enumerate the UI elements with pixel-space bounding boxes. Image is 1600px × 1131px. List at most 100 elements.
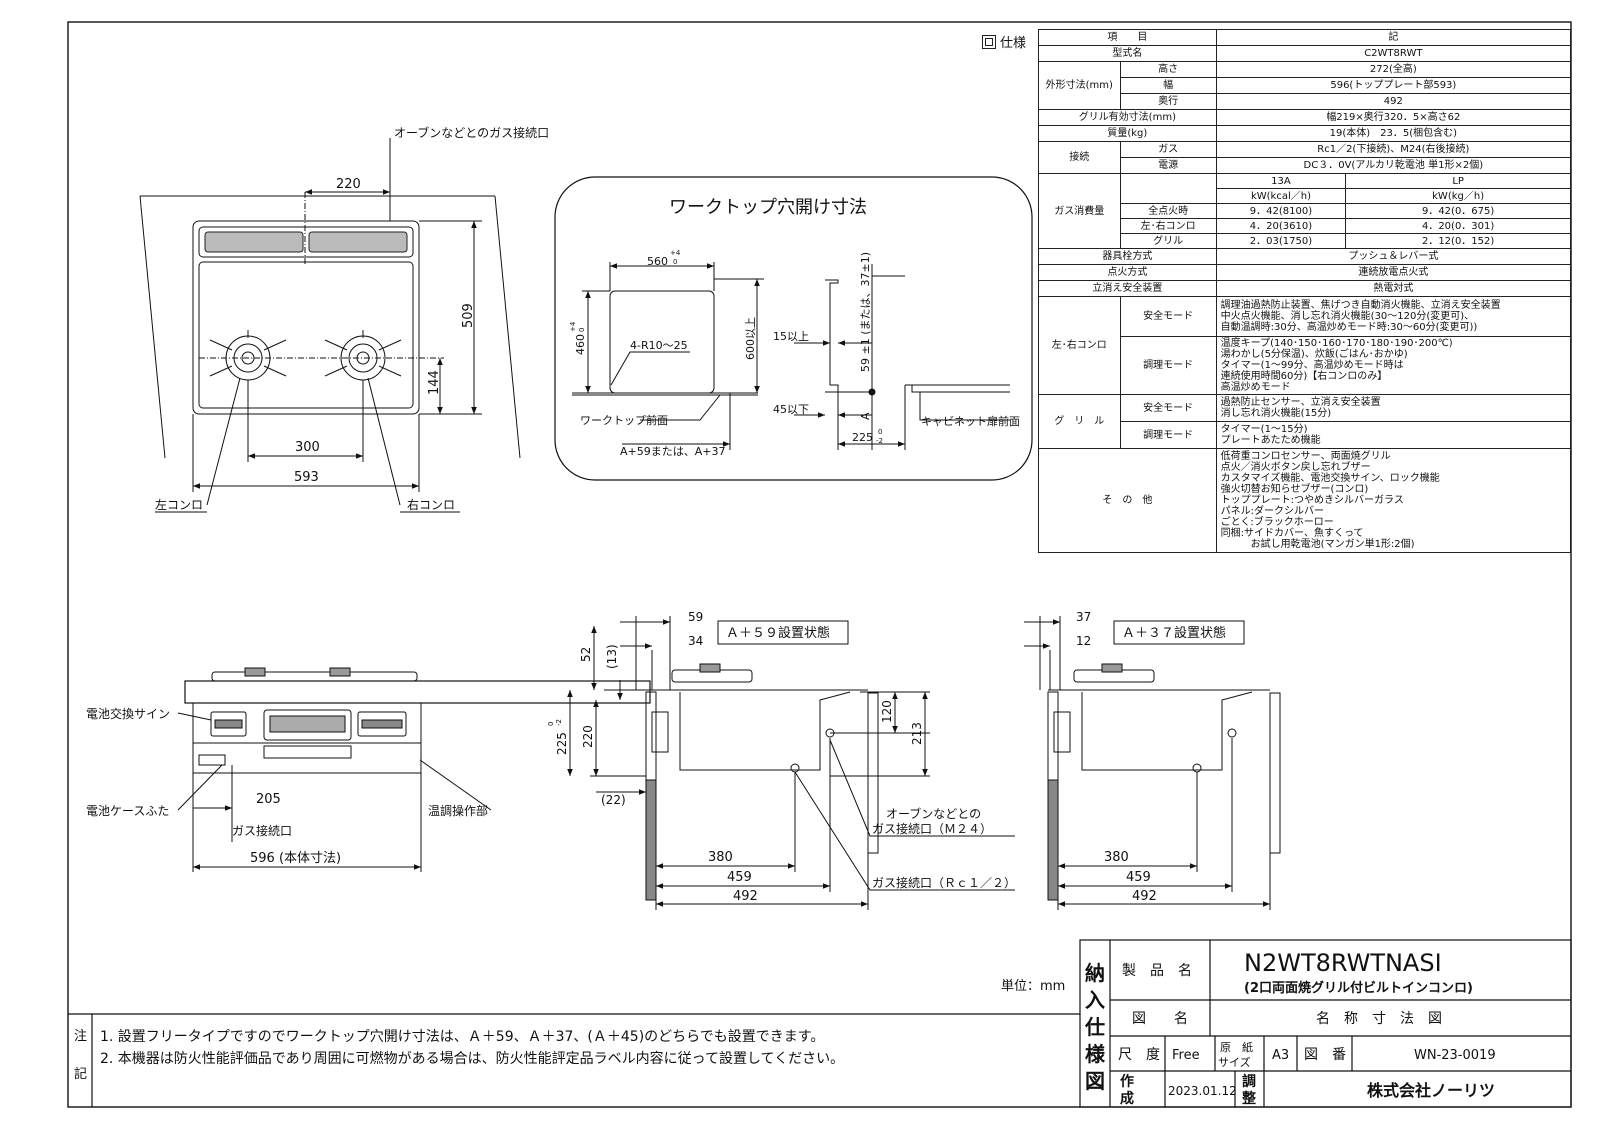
- spec-outer-dims-label: 外形寸法(mm): [1038, 61, 1121, 110]
- front-dim-205: 205: [256, 792, 281, 807]
- spec-depth-value: 492: [1215, 93, 1572, 110]
- top-dim-220: 220: [336, 177, 361, 192]
- spec-lr-safety-line-1: 調理油過熱防止装置、焦げつき自動消火機能、立消え安全装置: [1220, 300, 1501, 311]
- spec-grill-cook-line-1: タイマー(1～15分): [1220, 424, 1308, 435]
- spec-all-on-label: 全点火時: [1119, 203, 1217, 219]
- spec-depth-label: 奥行: [1119, 93, 1217, 110]
- spec-unit-lp: kW(kg／h): [1345, 188, 1571, 204]
- temp-control-label: 温調操作部: [428, 803, 488, 818]
- spec-lr-label: 左･右コンロ: [1119, 218, 1217, 234]
- drawing-name-label: 図 名: [1132, 1011, 1188, 1027]
- spec-other-line-5: トッププレート:つやめきシルバーガラス: [1220, 495, 1404, 506]
- left-burner-label: 左コンロ: [155, 497, 203, 512]
- cutout-dim-225-tol-lower: -2: [876, 437, 883, 445]
- spec-weight-label: 質量(kg): [1038, 125, 1217, 142]
- spec-lr-safety-line-2: 中火点火機能、消し忘れ消火機能(30～120分(変更可)、: [1220, 311, 1475, 322]
- spec-other-line-8: 同梱:サイドカバー、魚すくって: [1220, 528, 1364, 539]
- spec-square-icon: [982, 35, 996, 49]
- cutout-detail: [554, 176, 1033, 481]
- cutout-front-label: ワークトップ前面: [580, 413, 668, 427]
- cutout-dim-560-tol-lower: 0: [673, 258, 677, 266]
- spec-connection-label: 接続: [1038, 141, 1121, 174]
- cutout-dim-600: 600以上: [744, 317, 757, 360]
- title-side-3: 仕: [1084, 1015, 1105, 1039]
- a37-dim-380: 380: [1104, 850, 1129, 865]
- side-view-a37: [1024, 616, 1281, 910]
- a37-dim-12: 12: [1076, 634, 1091, 648]
- a59-dim-34: 34: [688, 634, 703, 648]
- front-dim-596: 596 (本体寸法): [250, 851, 341, 866]
- spec-model-label: 型式名: [1038, 45, 1217, 62]
- spec-other-line-2: 点火／消火ボタン戻し忘れブザー: [1220, 462, 1371, 473]
- a59-dim-52: 52: [579, 647, 593, 662]
- top-dim-300: 300: [295, 440, 320, 455]
- a37-state-label: Ａ＋３７設置状態: [1122, 625, 1226, 641]
- spec-width-label: 幅: [1119, 77, 1217, 94]
- top-gas-conn-label: オーブンなどとのガス接続口: [394, 125, 549, 140]
- front-view: [177, 667, 651, 872]
- spec-weight-value: 19(本体) 23．5(梱包含む): [1215, 125, 1572, 142]
- adjust-label-2: 整: [1241, 1090, 1257, 1107]
- title-side-5: 図: [1085, 1069, 1105, 1093]
- spec-safety-device-label: 立消え安全装置: [1038, 280, 1217, 297]
- cutout-dim-225: 225: [852, 431, 873, 444]
- spec-consumption-blank: [1119, 173, 1217, 204]
- cutout-dim-15: 15以上: [773, 330, 809, 343]
- top-view: [139, 138, 521, 506]
- a59-gas-conn-label: ガス接続口（Ｒｃ１／２）: [872, 875, 1016, 890]
- spec-header-row: 項 目 記: [1038, 29, 1572, 46]
- cutout-dim-460: 460: [574, 334, 587, 355]
- spec-lr-cook-line-4: 連続使用時間60分)【右コンロのみ】: [1220, 371, 1388, 382]
- cutout-dim-225-tol-upper: 0: [878, 428, 882, 436]
- spec-grill-effective-label: グリル有効寸法(mm): [1038, 109, 1217, 126]
- spec-grill-effective-value: 幅219×奥行320．5×高さ62: [1215, 109, 1572, 126]
- a59-dim-220: 220: [581, 725, 595, 748]
- spec-grill-13a: 2．03(1750): [1215, 233, 1347, 249]
- spec-col-13a: 13A: [1215, 173, 1347, 189]
- created-date: 2023.01.12: [1168, 1084, 1237, 1098]
- notes-label-1: 注: [74, 1029, 87, 1044]
- spec-lr-cook-line-1: 温度キープ(140･150･160･170･180･190･200℃): [1220, 338, 1453, 349]
- cutout-title: ワークトップ穴開け寸法: [669, 197, 867, 218]
- a59-dim-225: 225: [555, 732, 569, 755]
- a59-dim-22: (22): [601, 793, 626, 807]
- a59-dim-59: 59: [688, 610, 703, 624]
- a59-dim-225-tol-lower: -2: [555, 719, 563, 726]
- created-label-2: 成: [1120, 1090, 1134, 1107]
- spec-other-line-6: パネル:ダークシルバー: [1220, 506, 1325, 517]
- right-burner-label: 右コンロ: [407, 497, 455, 512]
- company-name: 株式会社ノーリツ: [1367, 1081, 1495, 1100]
- spec-other-line-9: お試し用乾電池(マンガン単1形:2個): [1220, 539, 1415, 550]
- note-1: 1. 設置フリータイプですのでワークトップ穴開け寸法は、Ａ＋59、Ａ＋37、(Ａ…: [100, 1029, 824, 1045]
- cutout-dim-460-tol-lower: 0: [578, 328, 586, 332]
- a37-dim-459: 459: [1126, 870, 1151, 885]
- spec-other-line-3: カスタマイズ機能、電池交換サイン、ロック機能: [1220, 473, 1440, 484]
- cutout-a-label: A: [859, 412, 872, 420]
- paper-size: A3: [1272, 1048, 1289, 1063]
- spec-grill-cook-line-2: プレートあたため機能: [1220, 435, 1321, 446]
- spec-consumption-label: ガス消費量: [1038, 173, 1121, 249]
- spec-all-on-13a: 9．42(8100): [1215, 203, 1347, 219]
- sheet-border: [67, 21, 1572, 1108]
- spec-lr-safety-mode-value: 調理油過熱防止装置、焦げつき自動消火機能、立消え安全装置 中火点火機能、消し忘れ…: [1215, 296, 1572, 337]
- spec-height-value: 272(全高): [1215, 61, 1572, 78]
- top-dim-509: 509: [461, 303, 476, 328]
- spec-power-value: DC３．0V(アルカリ乾電池 単1形×2個): [1215, 157, 1572, 174]
- spec-lr-cook-mode-label: 調理モード: [1119, 336, 1217, 395]
- spec-all-on-lp: 9．42(0．675): [1345, 203, 1571, 219]
- left-burner-drawing: [209, 330, 287, 381]
- a59-oven-conn-label-1: オーブンなどとの: [886, 806, 981, 821]
- spec-section-title: 仕様: [1000, 36, 1027, 51]
- cutout-ref-label: A+59または、A+37: [620, 445, 725, 458]
- spec-grill-section-label: グ リ ル: [1038, 394, 1121, 449]
- front-gas-conn-label: ガス接続口: [232, 823, 292, 838]
- a59-dim-380: 380: [708, 850, 733, 865]
- cutout-cabinet-label: キャビネット扉前面: [921, 414, 1020, 428]
- spec-ignition-value: 連続放電点火式: [1215, 264, 1572, 281]
- spec-other-label: そ の 他: [1038, 448, 1217, 553]
- top-dim-144: 144: [427, 370, 442, 395]
- adjust-label-1: 調: [1242, 1073, 1256, 1090]
- product-name-label: 製 品 名: [1122, 963, 1192, 979]
- drawing-number-label: 図 番: [1304, 1047, 1346, 1063]
- spec-lr-lp: 4．20(0．301): [1345, 218, 1571, 234]
